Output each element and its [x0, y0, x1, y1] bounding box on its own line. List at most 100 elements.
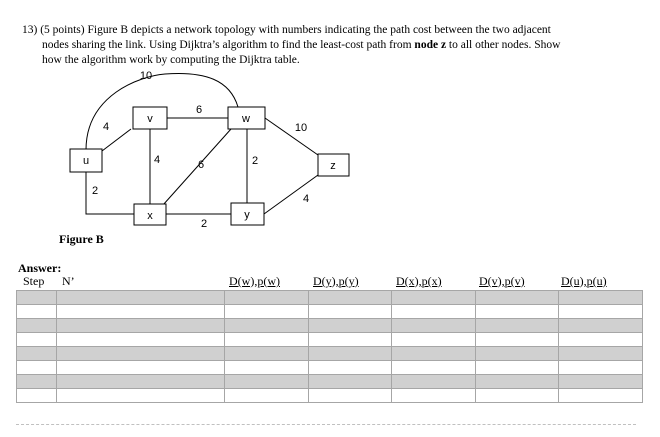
- answer-cell[interactable]: [475, 360, 559, 375]
- node-u-label: u: [83, 155, 89, 167]
- node-z: z: [317, 153, 350, 177]
- column-header-dv: D(v),p(v): [479, 274, 525, 288]
- column-header-dw: D(w),p(w): [229, 274, 280, 288]
- answer-cell[interactable]: [558, 388, 643, 403]
- answer-cell[interactable]: [224, 388, 309, 403]
- column-header-dy: D(y),p(y): [313, 274, 359, 288]
- answer-cell[interactable]: [308, 360, 392, 375]
- answer-cell[interactable]: [16, 346, 57, 361]
- answer-cell[interactable]: [56, 346, 225, 361]
- edge-x-y: 2: [166, 213, 231, 230]
- answer-cell[interactable]: [56, 388, 225, 403]
- answer-cell[interactable]: [558, 374, 643, 389]
- answer-cell[interactable]: [391, 332, 476, 347]
- table-row: [16, 290, 643, 305]
- answer-cell[interactable]: [16, 290, 57, 305]
- answer-cell[interactable]: [224, 318, 309, 333]
- question-line-2-start: nodes sharing the link. Using Dijktra’s …: [42, 39, 415, 51]
- answer-cell[interactable]: [56, 374, 225, 389]
- answer-cell[interactable]: [56, 318, 225, 333]
- answer-cell[interactable]: [475, 388, 559, 403]
- edge-u-x: 2: [85, 172, 134, 215]
- answer-cell[interactable]: [558, 360, 643, 375]
- answer-cell[interactable]: [475, 290, 559, 305]
- answer-cell[interactable]: [308, 374, 392, 389]
- answer-cell[interactable]: [224, 304, 309, 319]
- answer-cell[interactable]: [558, 290, 643, 305]
- edge-cost-v-w: 6: [196, 104, 202, 116]
- answer-cell[interactable]: [475, 332, 559, 347]
- answer-cell[interactable]: [391, 318, 476, 333]
- node-z-label: z: [330, 160, 336, 172]
- answer-cell[interactable]: [16, 318, 57, 333]
- answer-cell[interactable]: [308, 388, 392, 403]
- question-line-2-end: to all other nodes. Show: [446, 39, 561, 51]
- question-text: 13) (5 points) Figure B depicts a networ…: [22, 23, 652, 68]
- edge-y-z: 4: [263, 174, 319, 215]
- network-topology-figure: 10 4 2 6 4 6 2 2 10 4 u v: [69, 70, 350, 230]
- answer-cell[interactable]: [16, 360, 57, 375]
- answer-cell[interactable]: [475, 374, 559, 389]
- answer-cell[interactable]: [308, 304, 392, 319]
- answer-cell[interactable]: [16, 304, 57, 319]
- answer-cell[interactable]: [308, 346, 392, 361]
- answer-cell[interactable]: [56, 360, 225, 375]
- answer-cell[interactable]: [16, 332, 57, 347]
- edge-cost-u-v: 4: [103, 121, 109, 133]
- answer-cell[interactable]: [16, 374, 57, 389]
- node-y: y: [230, 202, 265, 226]
- edge-u-w: 10: [85, 70, 239, 151]
- table-row: [16, 304, 643, 319]
- answer-cell[interactable]: [224, 346, 309, 361]
- answer-label: Answer:: [18, 261, 62, 275]
- question-line-2-emphasis: node z: [414, 39, 447, 51]
- answer-cell[interactable]: [56, 290, 225, 305]
- answer-cell[interactable]: [391, 304, 476, 319]
- dijkstra-table: [16, 290, 643, 403]
- answer-cell[interactable]: [16, 388, 57, 403]
- answer-cell[interactable]: [308, 318, 392, 333]
- edge-u-v: 4: [101, 121, 132, 152]
- answer-cell[interactable]: [56, 304, 225, 319]
- answer-cell[interactable]: [475, 304, 559, 319]
- column-header-step: Step: [23, 274, 45, 288]
- answer-cell[interactable]: [558, 332, 643, 347]
- node-x: x: [133, 203, 167, 226]
- edge-v-w: 6: [167, 104, 228, 119]
- answer-cell[interactable]: [391, 360, 476, 375]
- answer-cell[interactable]: [391, 374, 476, 389]
- edge-cost-w-y: 2: [252, 155, 258, 167]
- answer-cell[interactable]: [558, 318, 643, 333]
- answer-cell[interactable]: [308, 332, 392, 347]
- answer-cell[interactable]: [308, 290, 392, 305]
- table-row: [16, 374, 643, 389]
- edge-cost-w-z: 10: [295, 122, 307, 134]
- edge-w-z: 10: [264, 117, 319, 156]
- edge-x-w: 6: [162, 128, 232, 206]
- answer-cell[interactable]: [56, 332, 225, 347]
- edge-cost-x-y: 2: [201, 218, 207, 230]
- answer-cell[interactable]: [391, 290, 476, 305]
- answer-cell[interactable]: [224, 360, 309, 375]
- table-row: [16, 332, 643, 347]
- answer-cell[interactable]: [475, 346, 559, 361]
- figure-caption: Figure B: [59, 232, 104, 246]
- column-header-du: D(u),p(u): [561, 274, 607, 288]
- answer-cell[interactable]: [224, 290, 309, 305]
- answer-cell[interactable]: [475, 318, 559, 333]
- edge-cost-u-x: 2: [92, 185, 98, 197]
- answer-cell[interactable]: [558, 346, 643, 361]
- table-row: [16, 388, 643, 403]
- page-divider: [16, 424, 636, 425]
- table-row: [16, 346, 643, 361]
- edge-cost-v-x: 4: [154, 154, 160, 166]
- answer-cell[interactable]: [558, 304, 643, 319]
- answer-cell[interactable]: [391, 346, 476, 361]
- answer-cell[interactable]: [391, 388, 476, 403]
- column-header-n-prime: N’: [62, 274, 75, 288]
- table-row: [16, 360, 643, 375]
- node-y-label: y: [244, 209, 250, 221]
- answer-cell[interactable]: [224, 332, 309, 347]
- edge-cost-u-w: 10: [140, 70, 152, 82]
- answer-cell[interactable]: [224, 374, 309, 389]
